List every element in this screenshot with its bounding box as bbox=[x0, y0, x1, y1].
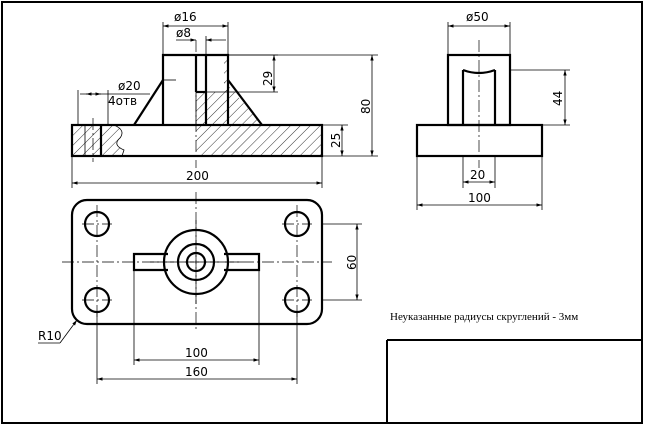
break-line bbox=[113, 124, 125, 157]
base-outline bbox=[70, 123, 324, 158]
rib-left bbox=[133, 79, 164, 126]
dim-w200: 200 bbox=[186, 169, 209, 183]
dim-d16: ø16 bbox=[174, 10, 197, 24]
dim-r10: R10 bbox=[38, 329, 62, 343]
dim-h25: 25 bbox=[329, 133, 343, 148]
dim-holes: 4отв bbox=[108, 94, 137, 108]
dim-d20: ø20 bbox=[118, 79, 141, 93]
dim-w160: 160 bbox=[185, 365, 208, 379]
title-block bbox=[386, 339, 642, 423]
dim-h29: 29 bbox=[261, 71, 275, 86]
dim-h80: 80 bbox=[359, 99, 373, 114]
note-text: Неуказанные радиусы скруглений - 3мм bbox=[390, 311, 578, 323]
dim-w100-top: 100 bbox=[185, 346, 208, 360]
dim-h60: 60 bbox=[345, 255, 359, 270]
rib-left-top bbox=[132, 252, 168, 272]
side-base bbox=[415, 123, 544, 158]
section-hatch-left bbox=[72, 125, 101, 156]
dim-w100-side: 100 bbox=[468, 191, 491, 205]
top-view: 60 R10 100 160 bbox=[38, 192, 362, 384]
dim-d50: ø50 bbox=[466, 10, 489, 24]
dim-d8: ø8 bbox=[176, 26, 191, 40]
section-hatch-web bbox=[206, 80, 322, 156]
rib-right bbox=[227, 79, 263, 126]
dim-w20: 20 bbox=[470, 168, 485, 182]
section-hatch-breakout bbox=[101, 125, 124, 156]
rib-right-top bbox=[224, 252, 261, 272]
side-view: ø50 44 20 100 bbox=[415, 10, 570, 210]
front-view: ø16 ø8 29 80 25 ø20 4отв 200 bbox=[70, 10, 378, 188]
hole-top-left bbox=[83, 210, 111, 238]
hole-top-right bbox=[283, 210, 311, 238]
dim-h44: 44 bbox=[551, 91, 565, 106]
